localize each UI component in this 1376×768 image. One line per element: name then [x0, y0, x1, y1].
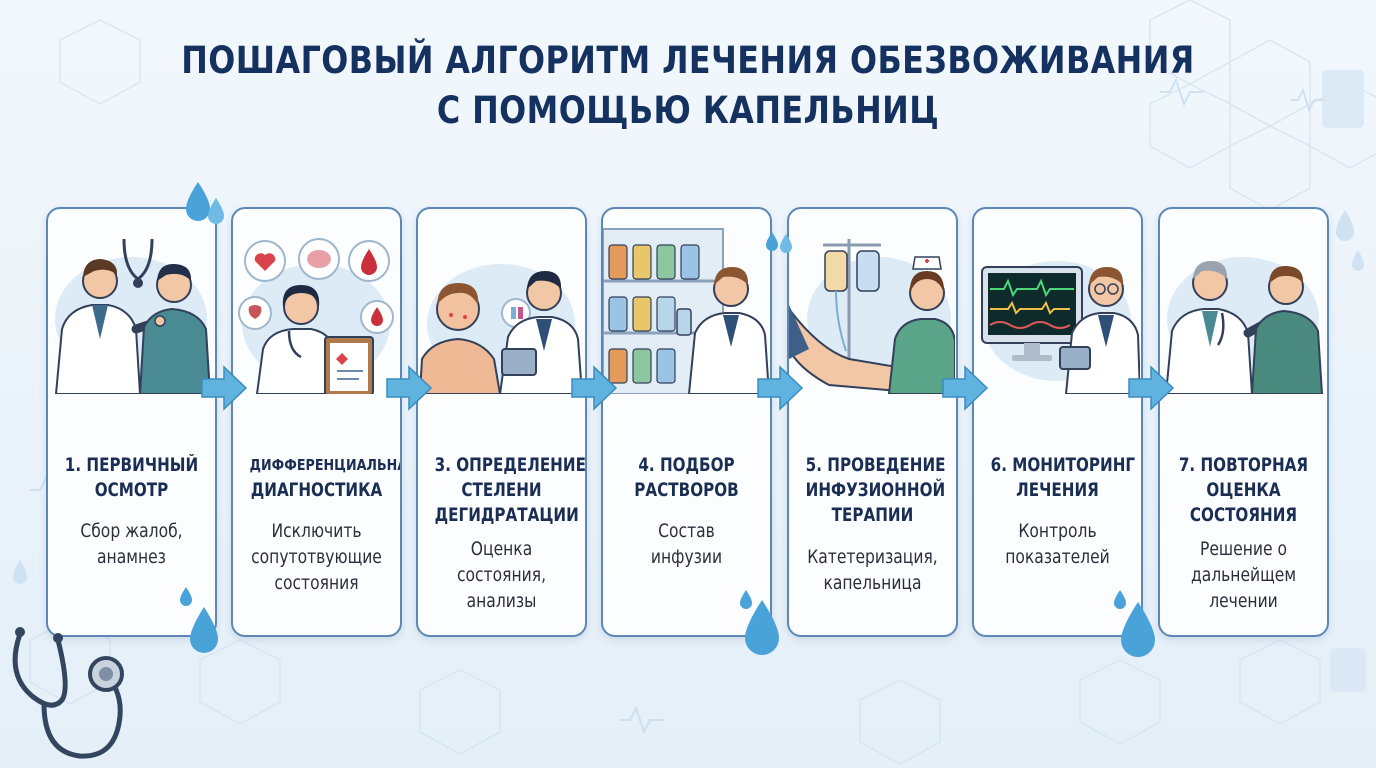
step-desc-line: состояния	[274, 573, 359, 594]
step-title-line: РАСТВОРОВ	[634, 480, 739, 501]
step-title-line: 6. МОНИТОРИНГ	[990, 455, 1136, 476]
step-title-line: СОСТОЯНИЯ	[1189, 505, 1298, 526]
step-desc-line: Контроль	[1018, 521, 1097, 542]
step-title-line: ТЕРАПИИ	[831, 505, 914, 526]
step-desc-line: анамнез	[97, 547, 166, 568]
step-desc-line: Состав	[658, 521, 715, 542]
step-desc-line: Катетеризация,	[807, 547, 938, 568]
water-drop-icon	[740, 590, 779, 655]
step-title: 4. ПОДБОР РАСТВОРОВ	[620, 453, 754, 503]
step-desc-line: капельница	[823, 573, 922, 594]
step-desc-line: состояния,	[456, 565, 547, 586]
doctor-examining-patient-illustration	[48, 209, 214, 394]
step-desc-line: Решение о	[1200, 539, 1287, 560]
step-title: 1. ПЕРВИЧНЫЙ ОСМОТР	[65, 453, 199, 503]
step-title: 5. ПРОВЕДЕНИЕ ИНФУЗИОННОЙ ТЕРАПИИ	[805, 453, 946, 528]
arrow-right-icon	[571, 365, 618, 411]
step-title-line: ДИАГНОСТИКА	[250, 480, 383, 501]
step-desc-line: Оценка	[470, 539, 533, 560]
doctor-with-clipboard-organs-illustration	[233, 209, 399, 394]
step-description: Катетеризация, капельница	[804, 545, 941, 597]
step-desc-line: Исключить	[271, 521, 362, 542]
step-desc-line: лечении	[1209, 591, 1278, 612]
page-title: ПОШАГОВЫЙ АЛГОРИТМ ЛЕЧЕНИЯ ОБЕЗВОЖИВАНИЯ…	[96, 36, 1279, 136]
step-title-line: ЛЕЧЕНИЯ	[1016, 480, 1099, 501]
arrow-right-icon	[1128, 365, 1175, 411]
water-drop-icon	[766, 232, 792, 253]
title-line-2: С ПОМОЩЬЮ КАПЕЛЬНИЦ	[436, 89, 940, 132]
step-card-2: ДИФФЕРЕНЦИАЛЬНАЯ ДИАГНОСТИКА Исключить с…	[231, 207, 402, 637]
step-description: Состав инфузии	[618, 519, 755, 571]
doctor-with-heart-monitor-illustration	[974, 209, 1140, 394]
water-drop-icon	[186, 182, 224, 224]
step-description: Сбор жалоб, анамнез	[63, 519, 200, 571]
doctor-with-patient-illustration	[1160, 209, 1326, 394]
stethoscope-icon	[12, 627, 124, 759]
step-title-line: СТЕЛЕНИ	[461, 480, 542, 501]
step-desc-line: анализы	[466, 591, 537, 612]
step-title-line: ДИФФЕРЕНЦИАЛЬНАЯ	[249, 456, 402, 474]
step-title-line: ИНФУЗИОННОЙ	[805, 480, 946, 501]
step-title-line: 1. ПЕРВИЧНЫЙ	[64, 455, 199, 476]
water-drop-icon	[180, 587, 218, 653]
arrow-right-icon	[942, 365, 989, 411]
arrow-right-icon	[201, 365, 248, 411]
step-title-line: 7. ПОВТОРНАЯ	[1178, 455, 1309, 476]
doctor-assessing-patient-illustration	[418, 209, 584, 394]
step-description: Оценка состояния, анализы	[433, 537, 570, 615]
title-line-1: ПОШАГОВЫЙ АЛГОРИТМ ЛЕЧЕНИЯ ОБЕЗВОЖИВАНИЯ	[181, 39, 1195, 82]
step-description: Контроль показателей	[989, 519, 1126, 571]
nurse-with-iv-drip-illustration	[789, 209, 955, 394]
step-card-1: 1. ПЕРВИЧНЫЙ ОСМОТР Сбор жалоб, анамнез	[46, 207, 217, 637]
step-title-line: 5. ПРОВЕДЕНИЕ	[805, 455, 946, 476]
step-title: 7. ПОВТОРНАЯ ОЦЕНКА СОСТОЯНИЯ	[1177, 453, 1311, 528]
step-title-line: ОСМОТР	[94, 480, 169, 501]
step-description: Исключить сопутотвующие состояния	[248, 519, 385, 597]
arrow-right-icon	[757, 365, 804, 411]
arrow-right-icon	[386, 365, 433, 411]
step-title: ДИФФЕРЕНЦИАЛЬНАЯ ДИАГНОСТИКА	[249, 453, 402, 503]
step-desc-line: показателей	[1005, 547, 1110, 568]
step-title: 3. ОПРЕДЕЛЕНИЕ СТЕЛЕНИ ДЕГИДРАТАЦИИ	[434, 453, 586, 528]
step-card-4: 4. ПОДБОР РАСТВОРОВ Состав инфузии	[601, 207, 772, 637]
step-card-3: 3. ОПРЕДЕЛЕНИЕ СТЕЛЕНИ ДЕГИДРАТАЦИИ Оцен…	[416, 207, 587, 637]
step-title-line: 3. ОПРЕДЕЛЕНИЕ	[434, 455, 586, 476]
step-desc-line: сопутотвующие	[251, 547, 382, 568]
step-desc-line: дальнейщем	[1190, 565, 1297, 586]
step-card-7: 7. ПОВТОРНАЯ ОЦЕНКА СОСТОЯНИЯ Решение о …	[1158, 207, 1329, 637]
step-description: Решение о дальнейщем лечении	[1175, 537, 1312, 615]
step-title-line: ДЕГИДРАТАЦИИ	[434, 505, 579, 526]
water-drop-icon	[1114, 590, 1155, 657]
step-desc-line: инфузии	[650, 547, 723, 568]
step-title: 6. МОНИТОРИНГ ЛЕЧЕНИЯ	[990, 453, 1136, 503]
step-desc-line: Сбор жалоб,	[80, 521, 183, 542]
doctor-at-medicine-shelf-illustration	[603, 209, 769, 394]
step-title-line: ОЦЕНКА	[1206, 480, 1281, 501]
step-card-5: 5. ПРОВЕДЕНИЕ ИНФУЗИОННОЙ ТЕРАПИИ Катете…	[787, 207, 958, 637]
step-title-line: 4. ПОДБОР	[638, 455, 735, 476]
step-card-6: 6. МОНИТОРИНГ ЛЕЧЕНИЯ Контроль показател…	[972, 207, 1143, 637]
